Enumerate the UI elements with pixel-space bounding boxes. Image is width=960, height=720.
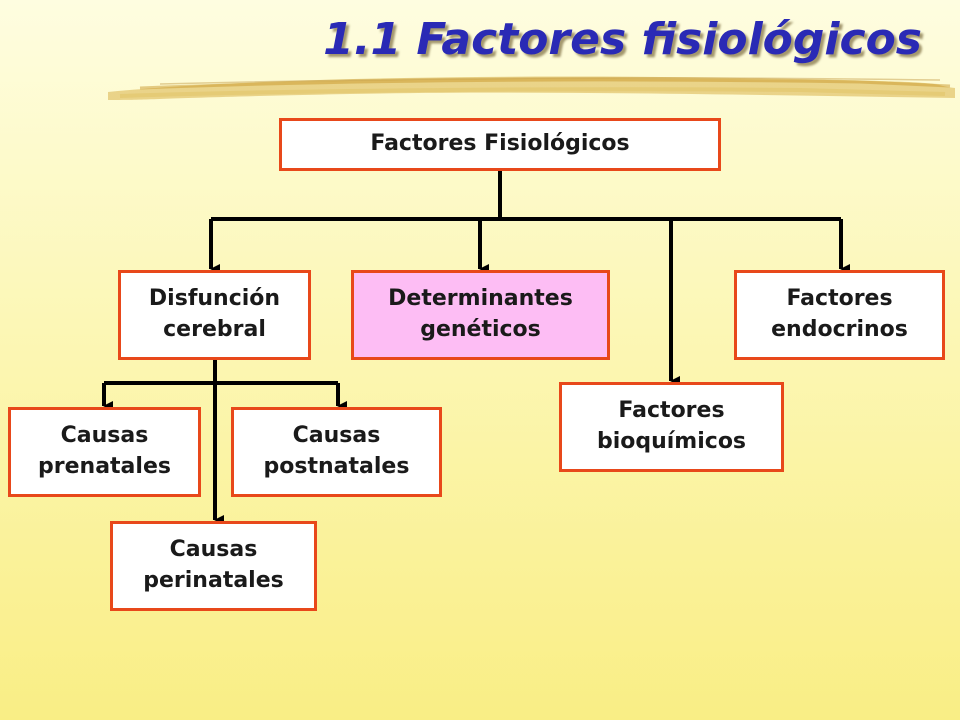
node-label-line: Determinantes — [388, 286, 573, 312]
node-label-line: postnatales — [263, 454, 410, 479]
node-label-line: Causas — [169, 537, 258, 563]
node-causas-postnatales: Causas postnatales — [231, 407, 442, 497]
node-label-line: Factores — [618, 398, 725, 424]
node-label-line: prenatales — [38, 454, 171, 479]
node-label-line: cerebral — [163, 317, 266, 342]
node-label-line: Causas — [60, 423, 149, 449]
node-causas-perinatales: Causas perinatales — [110, 521, 317, 611]
slide-title: 1.1 Factores fisiológicos — [323, 14, 922, 65]
node-label-line: Factores — [786, 286, 893, 312]
node-label-line: endocrinos — [771, 317, 908, 342]
title-underline-brush — [108, 76, 955, 100]
node-disfuncion-cerebral: Disfunción cerebral — [118, 270, 311, 360]
node-label: Factores Fisiológicos — [370, 131, 630, 157]
node-factores-fisiologicos: Factores Fisiológicos — [279, 118, 721, 171]
node-determinantes-geneticos: Determinantes genéticos — [351, 270, 610, 360]
node-factores-endocrinos: Factores endocrinos — [734, 270, 945, 360]
node-label-line: genéticos — [420, 317, 541, 342]
node-label-line: Causas — [292, 423, 381, 449]
node-label-line: perinatales — [143, 568, 284, 593]
node-label-line: Disfunción — [148, 286, 281, 312]
node-factores-bioquimicos: Factores bioquímicos — [559, 382, 784, 472]
node-label-line: bioquímicos — [596, 429, 747, 454]
node-causas-prenatales: Causas prenatales — [8, 407, 201, 497]
